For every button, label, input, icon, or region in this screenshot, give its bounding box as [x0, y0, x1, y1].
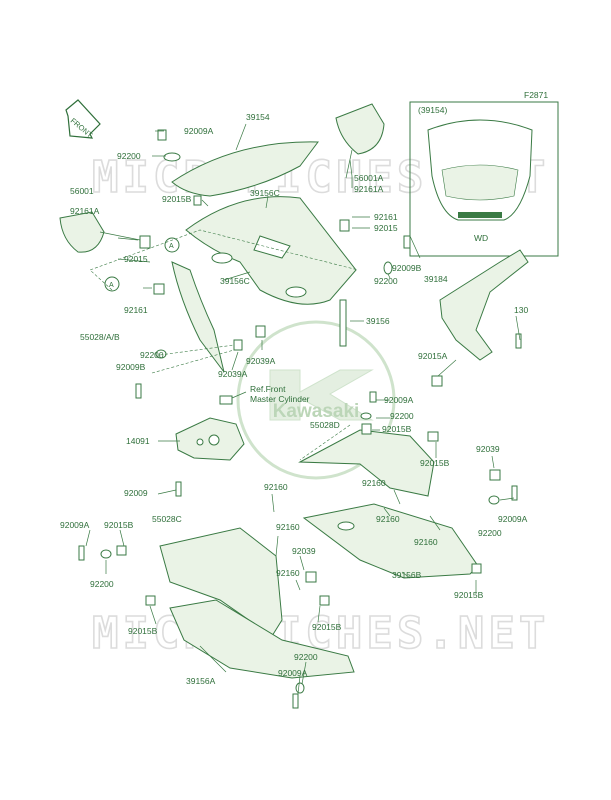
label-92161-left: 92161: [124, 305, 148, 315]
label-14091: 14091: [126, 436, 150, 446]
label-130: 130: [514, 305, 528, 315]
label-92200-bl: 92200: [90, 579, 114, 589]
label-92200-r2: 92200: [478, 528, 502, 538]
label-92015B-bottom: 92015B: [128, 626, 158, 636]
label-92009A-bottom: 92009A: [278, 668, 308, 678]
label-92160-c: 92160: [376, 514, 400, 524]
label-92009A-mid: 92009A: [384, 395, 414, 405]
rod-39156-part: [339, 299, 347, 347]
label-39156: 39156: [366, 316, 390, 326]
label-92039A-b: 92039A: [218, 369, 248, 379]
label-92160-e: 92160: [276, 522, 300, 532]
label-55028D: 55028D: [310, 420, 340, 430]
label-92161-right: 92161: [374, 212, 398, 222]
label-39156A: 39156A: [186, 676, 216, 686]
mirror-left-part: [59, 211, 105, 253]
label-92015B-r2: 92015B: [420, 458, 450, 468]
label-92009B-r: 92009B: [392, 263, 422, 273]
label-92015-left: 92015: [124, 254, 148, 264]
kawasaki-watermark-logo: Kawasaki: [236, 320, 396, 480]
fasteners: [78, 129, 522, 709]
ref-note-line2: Master Cylinder: [250, 394, 310, 404]
label-92039-mid: 92039: [292, 546, 316, 556]
label-92039A-a: 92039A: [246, 356, 276, 366]
callout-a-2: A: [109, 282, 114, 289]
ref-note-line1: Ref.Front: [250, 384, 286, 394]
label-55028AB: 55028/A/B: [80, 332, 120, 342]
label-92009B-left: 92009B: [116, 362, 146, 372]
callout-a-1: A: [169, 243, 174, 250]
figure-code: F2871: [524, 90, 548, 100]
label-92015B-mid: 92015B: [382, 424, 412, 434]
label-56001: 56001: [70, 186, 94, 196]
label-92160-a: 92160: [264, 482, 288, 492]
label-92200-r: 92200: [374, 276, 398, 286]
label-92200-left: 92200: [140, 350, 164, 360]
inset-label-wd: WD: [474, 233, 488, 243]
label-92015B-top: 92015B: [162, 194, 192, 204]
callout-a-markers: A A: [104, 237, 180, 292]
upper-cowl-side-part: [171, 261, 225, 373]
label-92009A-bl: 92009A: [60, 520, 90, 530]
label-92015-right: 92015: [374, 223, 398, 233]
kawasaki-brand-text: Kawasaki: [273, 401, 360, 422]
label-92039-r: 92039: [476, 444, 500, 454]
lower-cowl-39156a-part: [169, 599, 355, 679]
label-39184: 39184: [424, 274, 448, 284]
label-92009A-top: 92009A: [184, 126, 214, 136]
windshield-part: [171, 141, 319, 197]
label-92015B-bl: 92015B: [104, 520, 134, 530]
mirror-right-part: [335, 103, 385, 155]
label-55028C: 55028C: [152, 514, 182, 524]
inset-windshield-wd: (39154) WD: [409, 101, 559, 257]
label-39156B: 39156B: [392, 570, 422, 580]
label-56001A: 56001A: [354, 173, 384, 183]
label-92200-bottom: 92200: [294, 652, 318, 662]
label-92160-f: 92160: [276, 568, 300, 578]
label-92161A-left: 92161A: [70, 206, 100, 216]
label-92161A-right: 92161A: [354, 184, 384, 194]
part-labels: 39154 92009A 92200 56001 92015B 92161A 5…: [60, 112, 528, 686]
label-92015B-mid2: 92015B: [312, 622, 342, 632]
label-39154: 39154: [246, 112, 270, 122]
label-92160-b: 92160: [362, 478, 386, 488]
label-92015B-br: 92015B: [454, 590, 484, 600]
front-arrow-icon: FRONT: [65, 99, 101, 140]
bracket-39184-part: [439, 249, 529, 361]
inset-title: (39154): [418, 105, 447, 115]
label-92015A: 92015A: [418, 351, 448, 361]
label-39156C-a: 39156C: [250, 188, 280, 198]
label-92009-left: 92009: [124, 488, 148, 498]
label-92160-d: 92160: [414, 537, 438, 547]
label-92200-top: 92200: [117, 151, 141, 161]
leader-lines: [85, 123, 521, 695]
side-cowl-55028c-part: [159, 527, 283, 637]
label-92200-mid: 92200: [390, 411, 414, 421]
label-39156C-b: 39156C: [220, 276, 250, 286]
label-92009A-r: 92009A: [498, 514, 528, 524]
